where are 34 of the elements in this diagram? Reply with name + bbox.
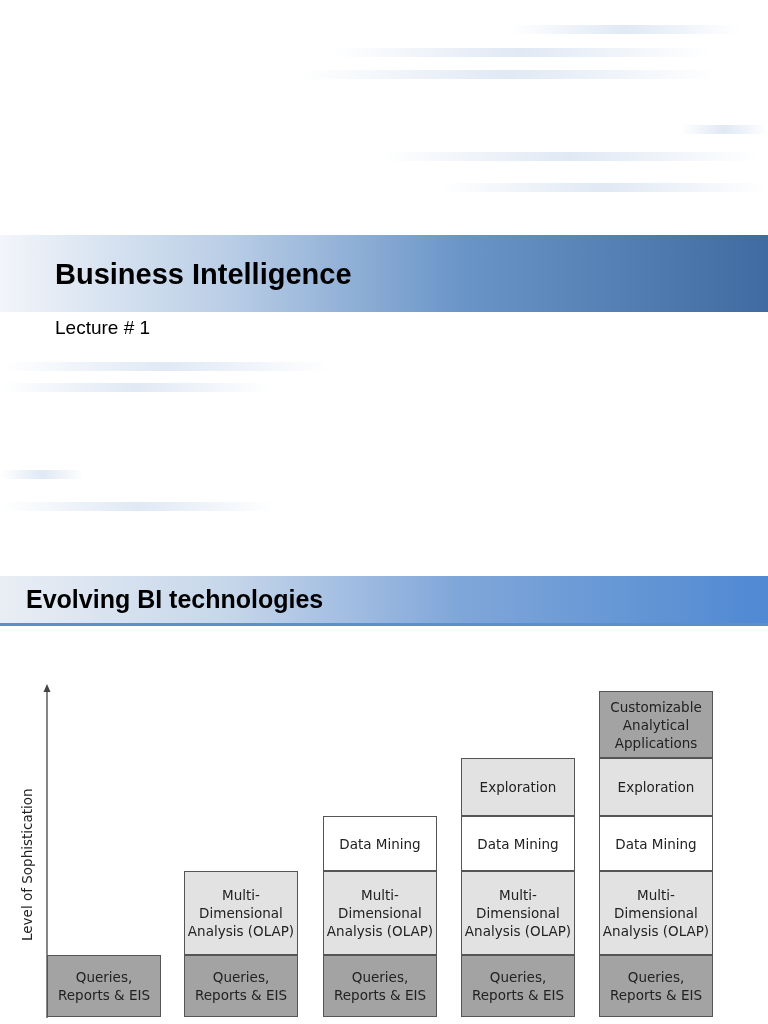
layer-label: Queries, Reports & EIS: [194, 968, 288, 1004]
layer-label: Queries, Reports & EIS: [333, 968, 427, 1004]
layer-box: [461, 816, 575, 871]
layer-label: Multi-Dimensional Analysis (OLAP): [601, 886, 711, 940]
layer-box: [599, 816, 713, 871]
layer-box: [47, 955, 161, 1017]
layer-label: Customizable Analytical Applications: [609, 697, 703, 752]
layer-box: [323, 955, 437, 1017]
layer-box: [599, 871, 713, 955]
slide-title: Business Intelligence: [55, 258, 352, 291]
layer-label: Queries, Reports & EIS: [57, 968, 151, 1004]
layer-box: [599, 955, 713, 1017]
layer-box: [461, 758, 575, 816]
layer-label: Exploration: [616, 778, 696, 796]
layer-box: [184, 871, 298, 955]
layer-label: Queries, Reports & EIS: [609, 968, 703, 1004]
section-heading: Evolving BI technologies: [26, 585, 324, 614]
axis-label: Level of Sophistication: [19, 791, 35, 941]
layer-box: [323, 871, 437, 955]
layer-label: Queries, Reports & EIS: [471, 968, 565, 1004]
layer-box: [184, 955, 298, 1017]
layer-label: Data Mining: [338, 834, 422, 853]
layer-box: [599, 758, 713, 816]
layer-label: Multi-Dimensional Analysis (OLAP): [325, 886, 435, 940]
layer-label: Multi-Dimensional Analysis (OLAP): [463, 886, 573, 940]
subtitle: Lecture # 1: [55, 317, 151, 339]
layer-label: Exploration: [478, 778, 558, 796]
layer-box: [599, 691, 713, 758]
layer-label: Data Mining: [614, 834, 698, 853]
layer-box: [461, 871, 575, 955]
layer-label: Data Mining: [476, 834, 560, 853]
layer-label: Multi-Dimensional Analysis (OLAP): [186, 886, 296, 940]
layer-box: [323, 816, 437, 871]
layer-box: [461, 955, 575, 1017]
